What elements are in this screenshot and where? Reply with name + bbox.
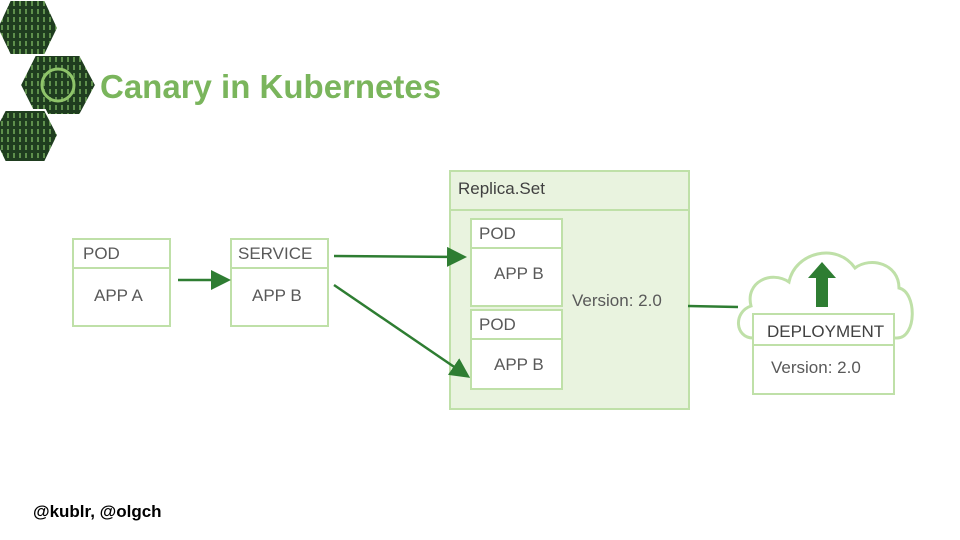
deployment-header: [752, 313, 895, 346]
rs-pod-1-app: APP B: [494, 264, 544, 283]
link-replicaset-deployment: [687, 304, 739, 309]
rs-pod-1-title: POD: [479, 224, 516, 243]
hexagon-logo-icon: [0, 0, 98, 163]
service-app: APP B: [252, 286, 302, 305]
arrow-service-to-pod-2: [333, 283, 471, 378]
footer-handles: @kublr, @olgch: [33, 502, 162, 521]
rs-pod-2-title: POD: [479, 315, 516, 334]
service-header: [230, 238, 329, 269]
rs-pod-2-app: APP B: [494, 355, 544, 374]
replicaset-header: [449, 170, 690, 211]
arrow-service-to-pod-1: [333, 246, 467, 267]
replicaset-version: Version: 2.0: [572, 291, 662, 310]
slide-title: Canary in Kubernetes: [100, 68, 442, 105]
rs-pod-2-header: [470, 309, 563, 340]
up-arrow-icon: [808, 262, 836, 307]
rs-pod-1-header: [470, 218, 563, 249]
deployment-label: DEPLOYMENT: [767, 322, 885, 341]
replicaset-label: Replica.Set: [458, 179, 545, 198]
pod-app-a-title: POD: [83, 244, 120, 263]
deployment-version: Version: 2.0: [771, 358, 861, 377]
pod-app-a-header: [72, 238, 171, 269]
service-title: SERVICE: [238, 244, 313, 263]
pod-app-a-app: APP A: [94, 286, 143, 305]
